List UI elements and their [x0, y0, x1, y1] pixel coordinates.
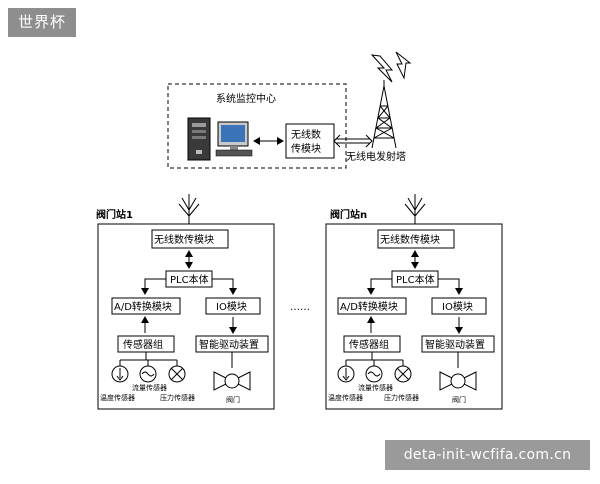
station-1-wireless-box [151, 229, 229, 249]
station-1-valve-label: 阀门 [226, 395, 240, 404]
signal-bolt-icon [395, 51, 412, 80]
computer-icon [215, 121, 253, 157]
tower-label: 无线电发射塔 [346, 150, 406, 163]
station-1-flow-sensor-icon [139, 365, 157, 383]
station-n-antenna-icon [404, 194, 426, 224]
station-1-flow-label: 流量传感器 [132, 383, 167, 392]
watermark-top-left: 世界杯 [8, 8, 77, 37]
station-1-temp-label: 温度传感器 [100, 393, 135, 402]
station-1-frame [97, 223, 275, 410]
station-n-plc-label: PLC本体 [396, 273, 435, 286]
station-n-ad-box [337, 297, 407, 315]
center-wireless-module-label-1: 无线数 [291, 128, 321, 141]
station-n-wireless-box [377, 229, 455, 249]
station-1-valve-icon [213, 371, 251, 391]
station-1-pressure-sensor-icon [168, 365, 186, 383]
watermark-bottom-right: deta-init-wcfifa.com.cn [385, 440, 590, 470]
station-n-sensor-lines [345, 352, 459, 368]
stations-ellipsis: …… [290, 302, 310, 313]
station-1-antenna-icon [178, 194, 200, 224]
station-1-io-box [205, 297, 261, 315]
station-1-pressure-label: 压力传感器 [160, 393, 195, 402]
station-n-io-box [431, 297, 487, 315]
station-n-sensors-label: 传感器组 [349, 338, 389, 351]
station-n-valve-label: 阀门 [452, 395, 466, 404]
station-n-driver-label: 智能驱动装置 [425, 338, 485, 351]
station-n-temp-sensor-icon [337, 365, 355, 383]
station-n-frame [325, 223, 503, 410]
control-center-title: 系统监控中心 [216, 92, 276, 105]
station-n-title: 阀门站n [330, 208, 367, 221]
station-n-valve-icon [439, 371, 477, 391]
station-n-pressure-sensor-icon [394, 365, 412, 383]
control-center-frame [167, 83, 347, 169]
station-1-sensors-label: 传感器组 [123, 338, 163, 351]
station-1-title: 阀门站1 [96, 208, 133, 221]
station-1-driver-label: 智能驱动装置 [199, 338, 259, 351]
station-1-temp-sensor-icon [111, 365, 129, 383]
station-1-io-label: IO模块 [216, 301, 247, 313]
station-n-ad-label: A/D转换模块 [340, 300, 398, 313]
link-module-tower [333, 134, 373, 148]
station-1-plc-label: PLC本体 [170, 273, 209, 286]
server-icon [187, 117, 211, 161]
station-n-flow-label: 流量传感器 [358, 383, 393, 392]
station-1-ad-box [111, 297, 181, 315]
signal-bolt-icon [370, 54, 394, 83]
station-n-pressure-label: 压力传感器 [384, 393, 419, 402]
station-1-sensor-lines [119, 352, 233, 368]
station-n-wireless-label: 无线数传模块 [380, 233, 440, 246]
station-n-temp-label: 温度传感器 [328, 393, 363, 402]
station-n-flow-sensor-icon [365, 365, 383, 383]
radio-tower-icon [371, 80, 397, 149]
center-wireless-module-label-2: 传模块 [291, 143, 321, 155]
station-n-io-label: IO模块 [442, 301, 473, 313]
station-1-wireless-label: 无线数传模块 [154, 233, 214, 246]
station-1-ad-label: A/D转换模块 [114, 300, 172, 313]
